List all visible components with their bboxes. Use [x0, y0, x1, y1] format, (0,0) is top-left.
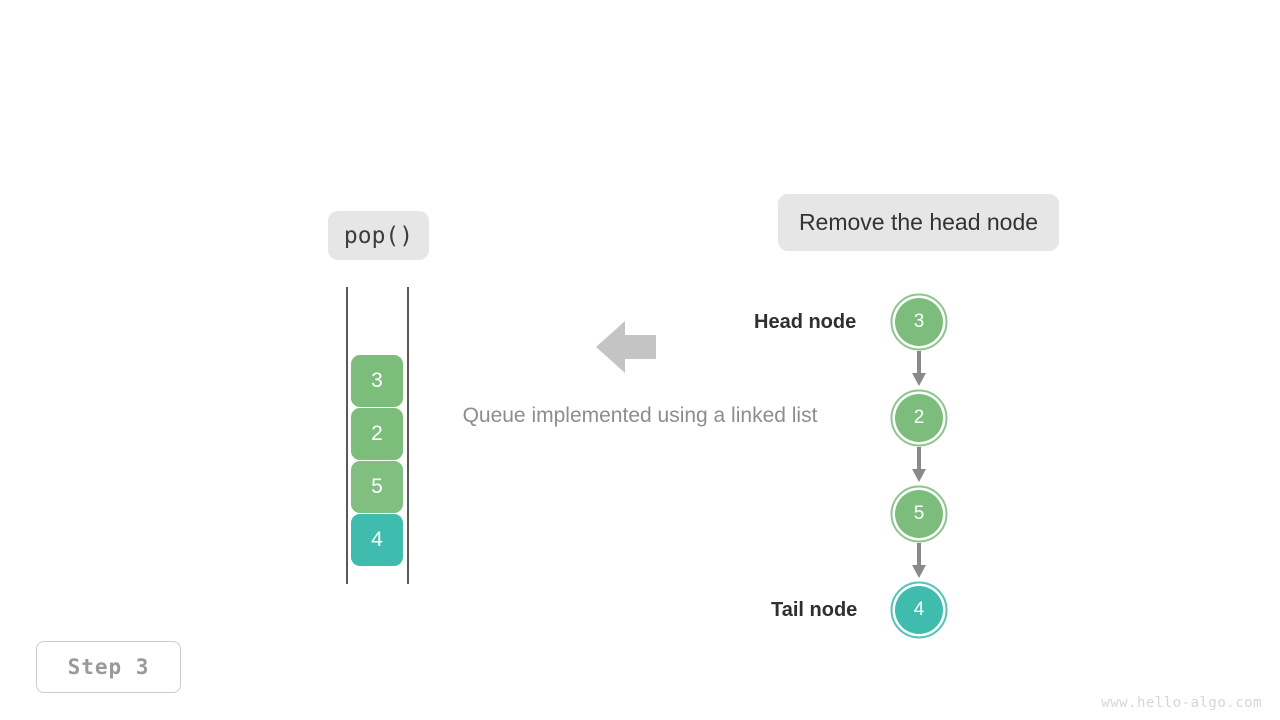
watermark-text: www.hello-algo.com [1101, 695, 1262, 711]
list-node-tail: 4 [890, 581, 948, 639]
arrow-left-icon [596, 321, 656, 373]
list-node-value: 4 [895, 586, 943, 634]
queue-cell: 2 [351, 408, 403, 460]
queue-column: 3 2 5 4 [340, 283, 416, 588]
caption-text: Queue implemented using a linked list [462, 404, 818, 427]
linked-list-edges [912, 351, 926, 578]
linked-list-group: 3 Head node 2 5 4 Tail node [740, 285, 990, 645]
list-node-value: 5 [895, 490, 943, 538]
list-node: 5 [890, 485, 948, 543]
step-indicator: Step 3 [36, 641, 181, 693]
operation-label: pop() [328, 211, 429, 260]
queue-rail-right [407, 287, 409, 584]
queue-rail-left [346, 287, 348, 584]
queue-cell-list: 3 2 5 4 [351, 355, 403, 567]
queue-cell: 3 [351, 355, 403, 407]
queue-cell: 5 [351, 461, 403, 513]
list-node-head: 3 [890, 293, 948, 351]
action-label: Remove the head node [778, 194, 1059, 251]
list-node-value: 2 [895, 394, 943, 442]
head-node-label: Head node [754, 311, 857, 333]
list-node: 2 [890, 389, 948, 447]
queue-cell: 4 [351, 514, 403, 566]
tail-node-label: Tail node [771, 599, 858, 621]
list-node-value: 3 [895, 298, 943, 346]
